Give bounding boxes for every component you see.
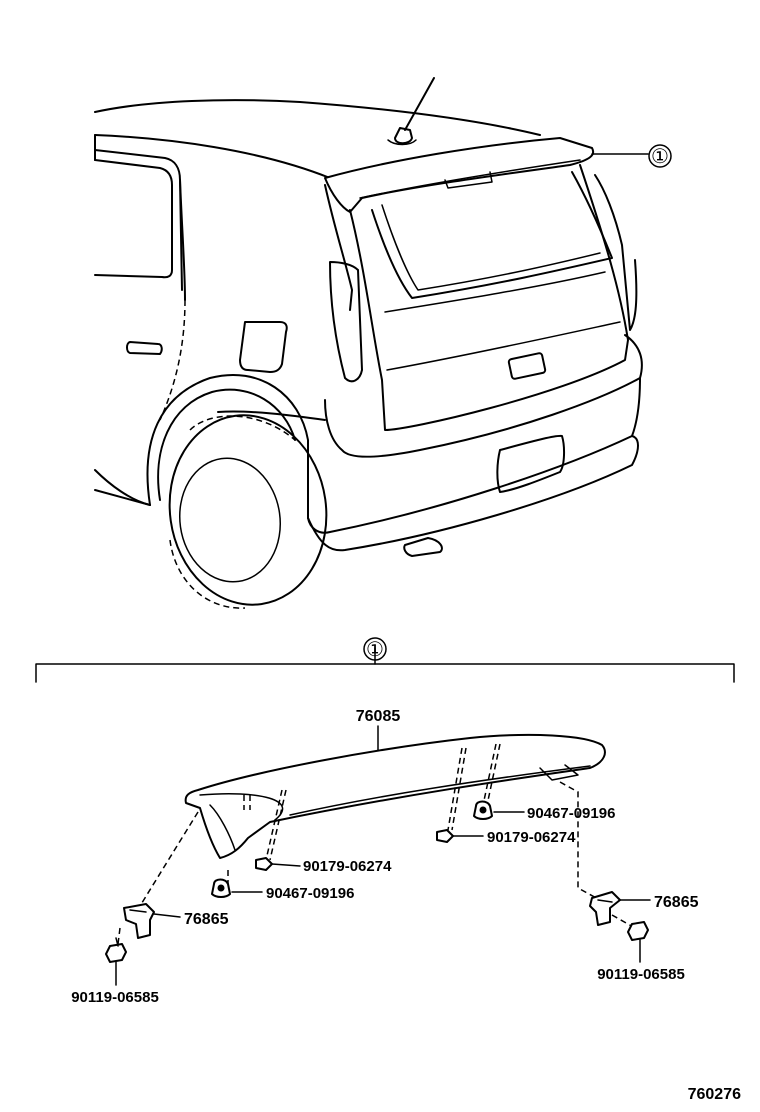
clip-90467-right-label: 90467-09196 <box>527 805 615 822</box>
bracket-left-label: 76865 <box>184 911 229 928</box>
clip-90179-right-label: 90179-06274 <box>487 829 576 846</box>
clip-90179-left-label: 90179-06274 <box>303 858 392 875</box>
screw-left <box>105 937 127 986</box>
callout-top: ① <box>648 144 672 168</box>
car-rear-illustration <box>94 77 649 609</box>
clip-90467-right <box>473 800 525 820</box>
screw-right <box>627 921 649 963</box>
screw-right-label: 90119-06585 <box>597 966 685 983</box>
clip-90467-left <box>211 878 263 898</box>
bracket-right <box>589 891 651 926</box>
bracket-left <box>123 903 181 939</box>
clip-90179-right <box>436 829 484 843</box>
group-bracket: ① <box>35 637 735 683</box>
screw-left-label: 90119-06585 <box>71 989 159 1006</box>
clip-90179-left <box>255 857 301 871</box>
group-callout-label: ① <box>366 637 384 661</box>
bracket-right-label: 76865 <box>654 894 699 911</box>
figure-number: 760276 <box>688 1086 741 1103</box>
clip-90467-left-label: 90467-09196 <box>266 885 354 902</box>
callout-top-label: ① <box>651 144 669 168</box>
spoiler-part-number: 76085 <box>356 708 401 725</box>
clip-guides <box>117 743 636 945</box>
